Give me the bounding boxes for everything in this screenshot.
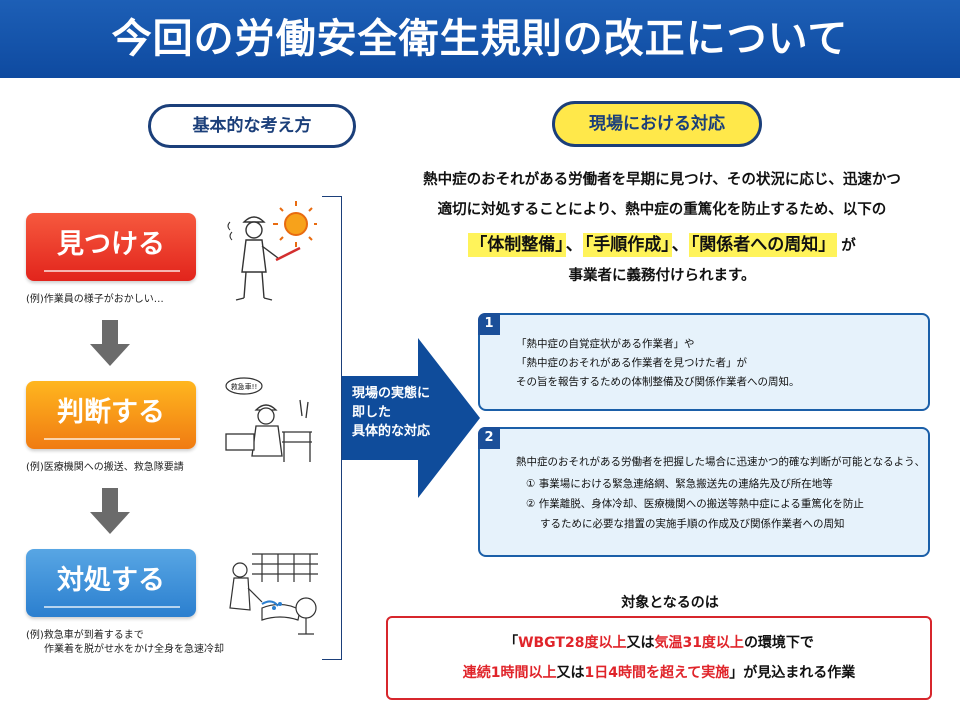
target-line-1: 「WBGT28度以上又は気温31度以上の環境下で <box>386 632 932 652</box>
step-find: 見つける <box>26 213 196 281</box>
basic-approach-heading: 基本的な考え方 <box>148 104 356 148</box>
target-four-hours: 1日4時間を超えて実施 <box>584 665 730 681</box>
step-find-underline <box>44 270 180 272</box>
arrow-caption: 現場の実態に 即した 具体的な対応 <box>352 384 452 441</box>
step-find-example: (例)作業員の様子がおかしい… <box>26 294 164 305</box>
step-respond: 対処する <box>26 549 196 617</box>
box-2-line-2: ① 事業場における緊急連絡網、緊急搬送先の連絡先及び所在地等 <box>526 478 833 490</box>
target-temperature: 気温31度以上 <box>654 635 744 651</box>
highlight-sep-2: 、 <box>671 235 689 255</box>
highlight-procedure: 「手順作成」 <box>582 233 672 257</box>
target-line-2: 連続1時間以上又は1日4時間を超えて実施」が見込まれる作業 <box>386 662 932 682</box>
intro-line-1: 熱中症のおそれがある労働者を早期に見つけ、その状況に応じ、迅速かつ <box>423 172 901 188</box>
box-2-line-3: ② 作業離脱、身体冷却、医療機関への搬送等熱中症による重篤化を防止 <box>526 498 864 510</box>
step-judge-underline <box>44 438 180 440</box>
box-2-line-1: 熱中症のおそれがある労働者を把握した場合に迅速かつ的確な判断が可能となるよう、 <box>516 456 926 468</box>
box-1-line-3: その旨を報告するための体制整備及び関係作業者への周知。 <box>516 376 800 388</box>
onsite-response-heading: 現場における対応 <box>552 101 762 147</box>
target-work: 」が見込まれる作業 <box>729 665 856 681</box>
target-continuous-hour: 連続1時間以上 <box>462 665 557 681</box>
box-number: 1 <box>478 313 500 335</box>
worker-heat-illustration <box>227 201 317 301</box>
obligation-highlight: 「体制整備」、「手順作成」、「関係者への周知」が <box>372 230 952 257</box>
arrow-caption-line-2: 即した <box>352 405 392 420</box>
page-title: 今回の労働安全衛生規則の改正について <box>111 16 849 62</box>
target-or-2: 又は <box>556 665 585 681</box>
arrow-caption-line-3: 具体的な対応 <box>352 424 431 439</box>
right-arrow-icon <box>342 338 480 498</box>
box-number: 2 <box>478 427 500 449</box>
bracket-line <box>322 196 342 660</box>
down-arrow-icon <box>90 488 130 534</box>
highlight-sep-1: 、 <box>565 235 583 255</box>
step-judge-example: (例)医療機関への搬送、救急隊要請 <box>26 462 184 473</box>
highlight-tail: が <box>841 238 856 254</box>
target-box <box>386 616 932 700</box>
target-open-quote: 「 <box>504 635 519 651</box>
step-respond-example-2: 作業着を脱がせ水をかけ全身を急速冷却 <box>44 644 224 655</box>
highlight-system: 「体制整備」 <box>468 233 566 257</box>
down-arrow-icon <box>90 320 130 366</box>
arrow-caption-line-1: 現場の実態に <box>352 386 431 401</box>
target-wbgt: WBGT28度以上 <box>518 635 627 651</box>
box-1-line-2: 「熱中症のおそれがある作業者を見つけた者」が <box>516 357 747 369</box>
box-2-line-4: するために必要な措置の実施手順の作成及び関係作業者への周知 <box>540 518 845 530</box>
highlight-notice: 「関係者への周知」 <box>688 233 838 257</box>
intro-line-3: 事業者に義務付けられます。 <box>568 268 756 284</box>
step-respond-underline <box>44 606 180 608</box>
header-bar <box>0 0 960 78</box>
worker-phone-illustration: 救急車!! <box>225 377 312 462</box>
requirement-box-2: 2 熱中症のおそれがある労働者を把握した場合に迅速かつ的確な判断が可能となるよう… <box>478 427 930 557</box>
step-respond-example-1: (例)救急車が到着するまで <box>26 630 144 641</box>
intro-line-2: 適切に対処することにより、熱中症の重篤化を防止するため、以下の <box>437 202 887 218</box>
target-label: 対象となるのは <box>621 595 719 611</box>
box-1-line-1: 「熱中症の自覚症状がある作業者」や <box>516 338 695 350</box>
step-judge: 判断する <box>26 381 196 449</box>
cooling-scene-illustration <box>229 553 318 635</box>
requirement-box-1: 1 「熱中症の自覚症状がある作業者」や 「熱中症のおそれがある作業者を見つけた者… <box>478 313 930 411</box>
speech-bubble-text: 救急車!! <box>231 382 258 391</box>
target-environment: の環境下で <box>743 635 814 651</box>
target-or-1: 又は <box>626 635 655 651</box>
